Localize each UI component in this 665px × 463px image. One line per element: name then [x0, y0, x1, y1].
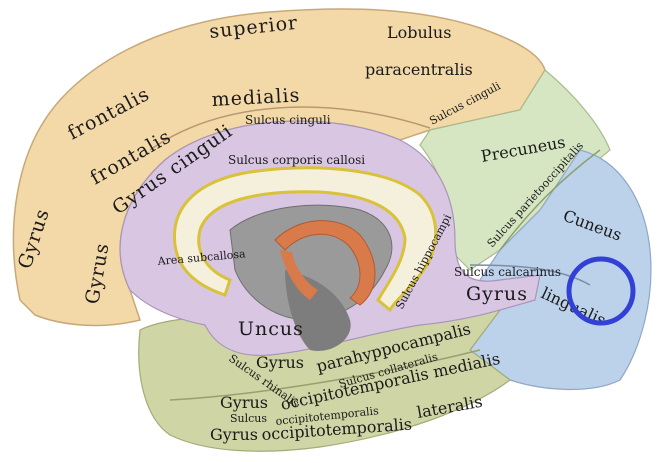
label-sulcus-ot-1: Sulcus: [230, 412, 267, 425]
sulcus-line-1: [149, 106, 431, 151]
corpus-callosum: [172, 166, 438, 313]
sulcus-line-3: [499, 149, 601, 251]
label-gyrus-parahippocampalis-1: Gyrus: [256, 353, 304, 372]
region-occipital: [469, 149, 652, 391]
sulcus-line-4: [169, 349, 481, 401]
highlight-circle-marker: [566, 256, 636, 326]
mammillary-tract: [280, 250, 318, 300]
label-gyrus-lingualis-1: Gyrus: [466, 283, 528, 305]
label-paracentralis: paracentralis: [365, 60, 473, 79]
sulcus-line-2: [469, 264, 591, 286]
label-gyrus-ot-medialis: Gyrus: [220, 393, 268, 412]
label-lobulus: Lobulus: [387, 23, 451, 42]
label-sulcus-cinguli-top: Sulcus cinguli: [245, 113, 331, 127]
label-sulcus-corporis-callosi: Sulcus corporis callosi: [228, 153, 365, 167]
fornix: [274, 220, 376, 306]
gfm-word-3: medialis: [211, 84, 301, 111]
label-gyrus-ot-lateralis-1: Gyrus: [210, 425, 258, 444]
label-sulcus-calcarinus: Sulcus calcarinus: [454, 265, 561, 279]
label-uncus: Uncus: [238, 318, 304, 340]
